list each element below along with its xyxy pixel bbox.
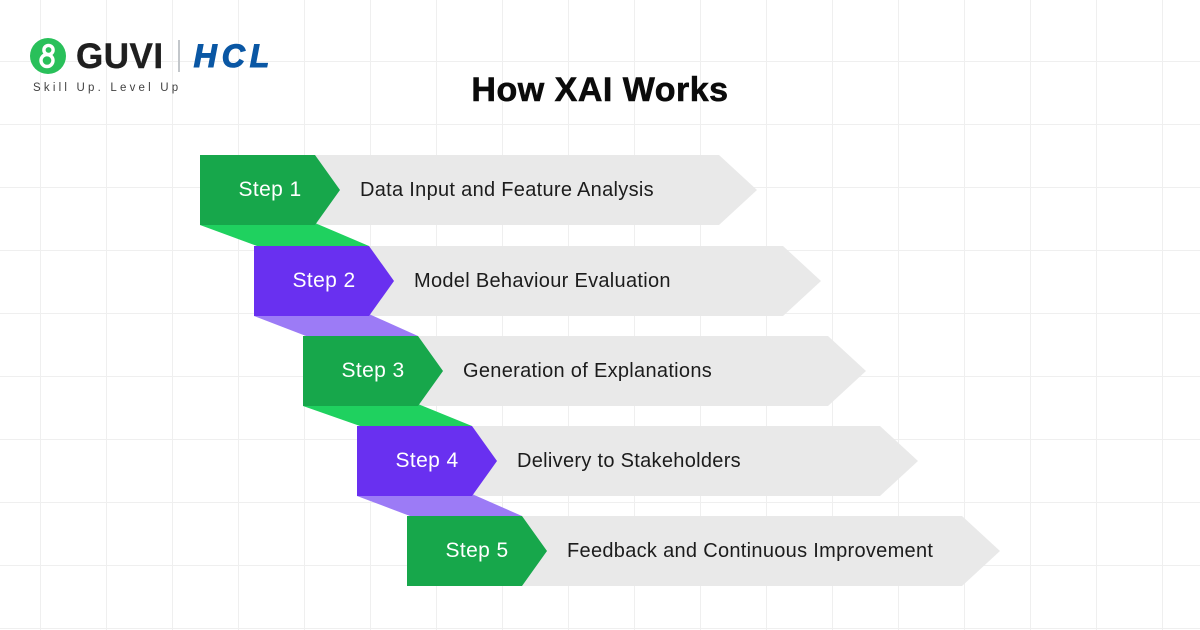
- step-badge-label: Step 3: [341, 359, 405, 382]
- hcl-wordmark: HCL: [193, 38, 275, 74]
- step-badge-label: Step 1: [238, 178, 302, 201]
- step-badge-label: Step 4: [395, 449, 459, 472]
- step-description: Delivery to Stakeholders: [517, 449, 741, 472]
- step-description: Model Behaviour Evaluation: [414, 269, 671, 292]
- step-description: Generation of Explanations: [463, 359, 713, 382]
- step-badge-label: Step 2: [292, 269, 356, 292]
- step-badge-label: Step 5: [445, 539, 509, 562]
- step-description: Feedback and Continuous Improvement: [567, 539, 934, 562]
- step-badge: Step 4: [357, 426, 497, 496]
- step-band: Delivery to Stakeholders: [447, 426, 918, 496]
- step-band: Data Input and Feature Analysis: [290, 155, 757, 225]
- step-fold-ribbon: [200, 223, 369, 246]
- step-badge: Step 3: [303, 336, 443, 406]
- step-band: Feedback and Continuous Improvement: [497, 516, 1000, 586]
- step-fold-ribbon: [303, 404, 472, 426]
- step-description: Data Input and Feature Analysis: [360, 178, 654, 201]
- step-fold-ribbon: [254, 314, 418, 336]
- step-badge: Step 2: [254, 246, 394, 316]
- step-badge: Step 1: [200, 155, 340, 225]
- brand-logo-row: GUVI HCL: [30, 38, 274, 74]
- step-band: Generation of Explanations: [393, 336, 866, 406]
- brand-tagline: Skill Up. Level Up: [33, 82, 182, 94]
- guvi-wordmark: GUVI: [76, 36, 164, 76]
- page-title: How XAI Works: [471, 71, 729, 110]
- brand-header: GUVI HCL Skill Up. Level Up: [30, 38, 274, 94]
- brand-divider: [177, 40, 180, 72]
- guvi-logo-icon: [30, 38, 66, 74]
- step-badge: Step 5: [407, 516, 547, 586]
- step-band: Model Behaviour Evaluation: [344, 246, 821, 316]
- step-fold-ribbon: [357, 494, 522, 516]
